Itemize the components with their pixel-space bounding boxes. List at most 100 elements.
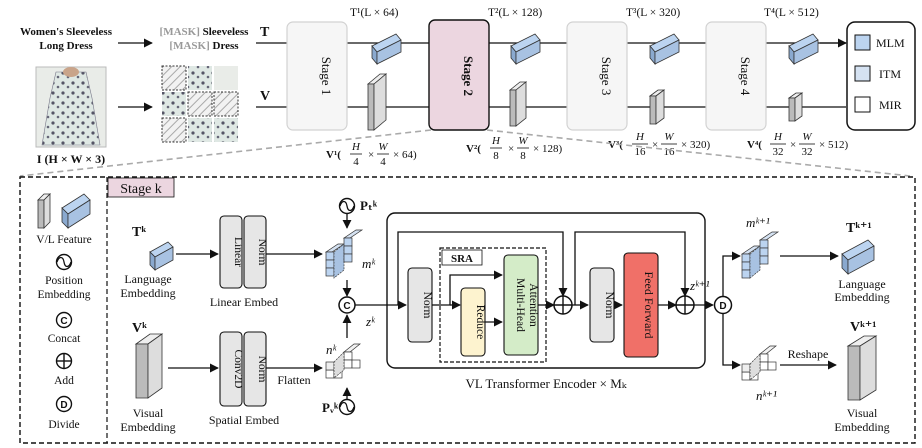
svg-text:W: W <box>802 131 812 143</box>
concat-node: C <box>338 296 356 314</box>
position-embedding-label-2: Embedding <box>37 289 90 301</box>
encoder-norm-2: Norm <box>589 267 615 343</box>
out-language-label-1: Language <box>838 277 885 291</box>
svg-text:D: D <box>60 400 67 411</box>
mk1-label: mᵏ⁺¹ <box>746 215 770 230</box>
t2-dim: T²(L × 128) <box>488 7 542 19</box>
zk-label: zᵏ <box>365 314 376 329</box>
linear-embed-label: Linear Embed <box>210 295 278 309</box>
stage-1-box: Stage 1 <box>286 21 348 131</box>
text-input-line1: Women's Sleeveless <box>20 26 113 38</box>
itm-task: ITM <box>854 65 901 82</box>
svg-text:D: D <box>719 301 726 312</box>
svg-text:× 128): × 128) <box>533 143 562 155</box>
v-label: V <box>260 89 270 104</box>
svg-text:4: 4 <box>380 156 386 168</box>
svg-text:Norm: Norm <box>256 239 268 266</box>
masked-image-patches <box>161 65 239 143</box>
ptk-label: Pₜᵏ <box>360 198 378 213</box>
tk-label: Tᵏ <box>132 225 146 240</box>
linear-norm-block: Norm <box>243 215 268 289</box>
stage-3-box: Stage 3 <box>566 21 628 131</box>
v4-feature <box>787 92 804 122</box>
vk1-feature <box>846 335 878 401</box>
t3-feature <box>649 33 680 66</box>
stage-3-label: Stage 3 <box>599 57 614 96</box>
svg-text:H: H <box>491 135 501 147</box>
svg-text:V³(: V³( <box>608 139 623 151</box>
svg-text:MLM: MLM <box>876 36 905 50</box>
language-embedding-label-2: Embedding <box>120 286 175 300</box>
mha-block: Multi-Head Attention <box>503 254 539 356</box>
mk-tokens <box>324 229 364 279</box>
vl-encoder-box <box>386 212 706 369</box>
svg-text:W: W <box>378 141 388 153</box>
svg-text:SRA: SRA <box>451 253 473 265</box>
divide-to-nk1 <box>722 313 741 370</box>
divide-to-mk1 <box>722 251 741 297</box>
tk1-label: Tᵏ⁺¹ <box>846 221 872 236</box>
svg-text:Conv2D: Conv2D <box>232 350 244 389</box>
divide-icon: D <box>55 395 73 413</box>
nk1-tokens <box>741 345 777 381</box>
reshape-label: Reshape <box>788 347 829 361</box>
add-node-2 <box>675 295 695 315</box>
masked-text-line1: [MASK] Sleeveless <box>160 26 250 38</box>
encoder-label: VL Transformer Encoder × Mₖ <box>465 376 627 391</box>
conv-norm-block: Norm <box>243 331 268 407</box>
out-visual-label-1: Visual <box>847 406 878 420</box>
skip-connection-1 <box>397 231 568 305</box>
svg-text:×: × <box>508 143 514 155</box>
svg-text:4: 4 <box>353 156 359 168</box>
mlm-task: MLM <box>854 34 905 51</box>
stage-4-box: Stage 4 <box>705 21 767 131</box>
t-label: T <box>260 25 270 40</box>
mk1-tokens <box>740 231 780 279</box>
visual-embedding-label-1: Visual <box>133 406 164 420</box>
concat-label: Concat <box>48 333 81 345</box>
svg-text:C: C <box>60 316 67 327</box>
add-node-1 <box>553 295 573 315</box>
svg-text:32: 32 <box>802 146 813 158</box>
svg-text:8: 8 <box>493 150 499 162</box>
pvk-icon <box>338 398 356 416</box>
v3-feature <box>648 89 666 125</box>
svg-text:× 320): × 320) <box>681 139 710 151</box>
stage-2-label: Stage 2 <box>461 56 476 96</box>
t3-dim: T³(L × 320) <box>626 7 680 19</box>
svg-text:Norm: Norm <box>603 292 615 319</box>
ptk-icon <box>338 197 356 215</box>
language-embedding-label-1: Language <box>124 272 171 286</box>
out-language-label-2: Embedding <box>834 290 889 304</box>
stage-1-label: Stage 1 <box>319 57 334 96</box>
divide-label: Divide <box>48 419 79 431</box>
linear-block: Linear <box>219 215 244 289</box>
nk-tokens <box>325 343 361 379</box>
svg-text:Stage k: Stage k <box>120 182 162 197</box>
mir-task: MIR <box>854 96 902 113</box>
svg-text:32: 32 <box>773 146 784 158</box>
flatten-label: Flatten <box>277 373 310 387</box>
stage-k-title: Stage k <box>107 177 175 198</box>
svg-text:H: H <box>635 131 645 143</box>
svg-text:MIR: MIR <box>879 98 902 112</box>
svg-text:W: W <box>664 131 674 143</box>
image-label: I (H × W × 3) <box>37 152 105 166</box>
text-input-line2: Long Dress <box>39 40 93 52</box>
svg-text:V²(: V²( <box>466 143 481 155</box>
reduce-block: Reduce <box>460 287 486 357</box>
vl-feature-label: V/L Feature <box>36 234 91 246</box>
svg-text:Norm: Norm <box>421 292 433 319</box>
svg-text:Multi-Head: Multi-Head <box>514 278 526 332</box>
v4-dim: V⁴( H 32 × W 32 × 512) <box>747 131 848 158</box>
svg-text:Norm: Norm <box>256 356 268 383</box>
svg-text:× 64): × 64) <box>393 149 417 161</box>
v3-dim: V³( H 16 × W 16 × 320) <box>608 131 710 158</box>
nk1-label: nᵏ⁺¹ <box>756 388 777 403</box>
svg-text:×: × <box>368 149 374 161</box>
sra-q-path <box>442 270 503 306</box>
task-box: MLM ITM MIR <box>846 21 916 131</box>
svg-text:C: C <box>343 301 350 312</box>
svg-text:Reduce: Reduce <box>474 305 486 339</box>
